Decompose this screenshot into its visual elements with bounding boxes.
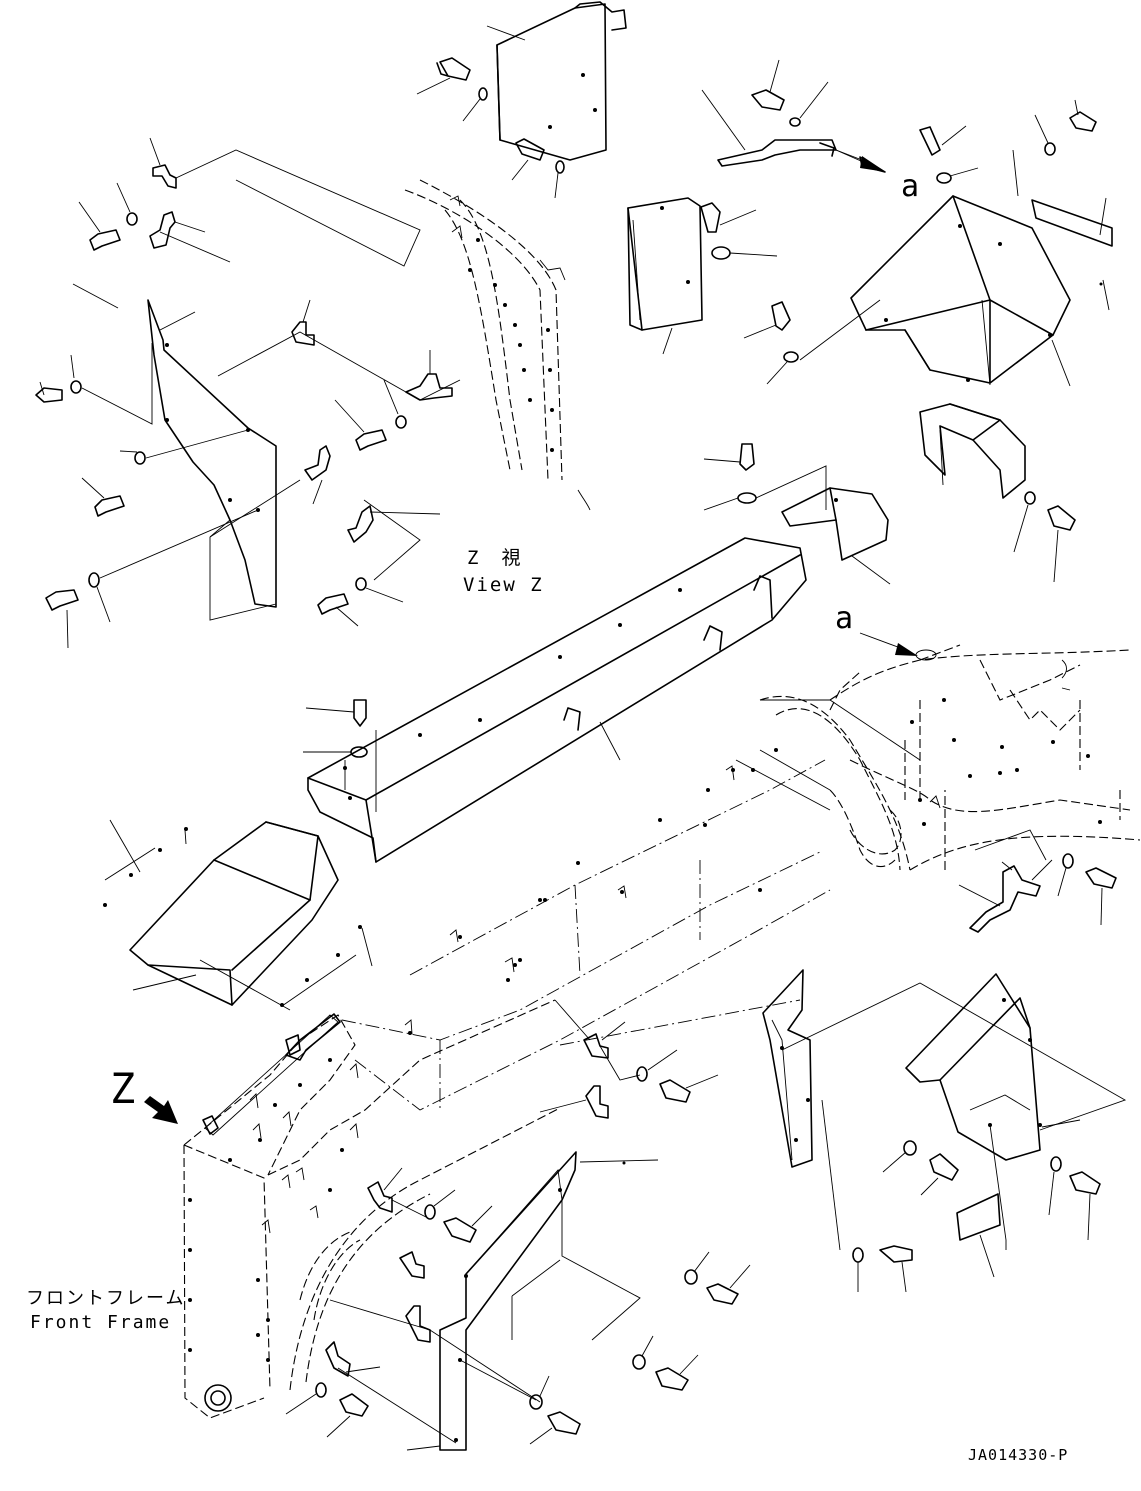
long-center-cover xyxy=(303,537,807,863)
left-fender-plate xyxy=(35,283,277,649)
small-hood-right xyxy=(919,403,1076,583)
arm-bracket xyxy=(701,59,886,173)
view-z-title-jp: Z 視 xyxy=(467,547,523,569)
left-lower-hood xyxy=(103,819,373,1011)
arrow-z xyxy=(144,1096,178,1124)
mid-left-bolts xyxy=(317,379,407,627)
view-z-frame-outline xyxy=(404,179,591,511)
washer-bolt-right-mid xyxy=(743,299,881,385)
center-side-plate xyxy=(627,197,778,355)
view-arrow-label-a-top: a xyxy=(901,169,920,204)
view-z-marker: Z xyxy=(110,1064,136,1113)
view-z-title-en: View Z xyxy=(463,574,544,596)
front-brackets xyxy=(285,999,719,1444)
lower-right-plate xyxy=(852,973,1101,1293)
rear-frame-outline xyxy=(759,644,1141,871)
front-frame-label-jp: フロントフレーム xyxy=(26,1288,186,1309)
arrow-a-top xyxy=(835,149,886,172)
top-bolt-under xyxy=(511,138,565,199)
view-arrow-label-a-mid: a xyxy=(835,601,854,636)
left-upper-brackets xyxy=(78,137,421,267)
front-fender-strip xyxy=(406,1151,751,1451)
rear-right-bracket xyxy=(958,829,1117,933)
left-mid-brackets xyxy=(209,299,461,581)
top-right-hood xyxy=(850,99,1113,387)
lower-right-strip xyxy=(762,969,1127,1251)
main-frame-dashdot xyxy=(341,699,921,1111)
top-cover-plate xyxy=(486,1,627,161)
front-frame-label-en: Front Frame xyxy=(30,1312,172,1333)
end-cap-hood xyxy=(703,443,891,585)
front-frame-body xyxy=(183,999,561,1419)
arrow-a-mid xyxy=(859,632,918,656)
drawing-code: JA014330-P xyxy=(968,1446,1069,1464)
top-bolt-left xyxy=(416,57,488,122)
